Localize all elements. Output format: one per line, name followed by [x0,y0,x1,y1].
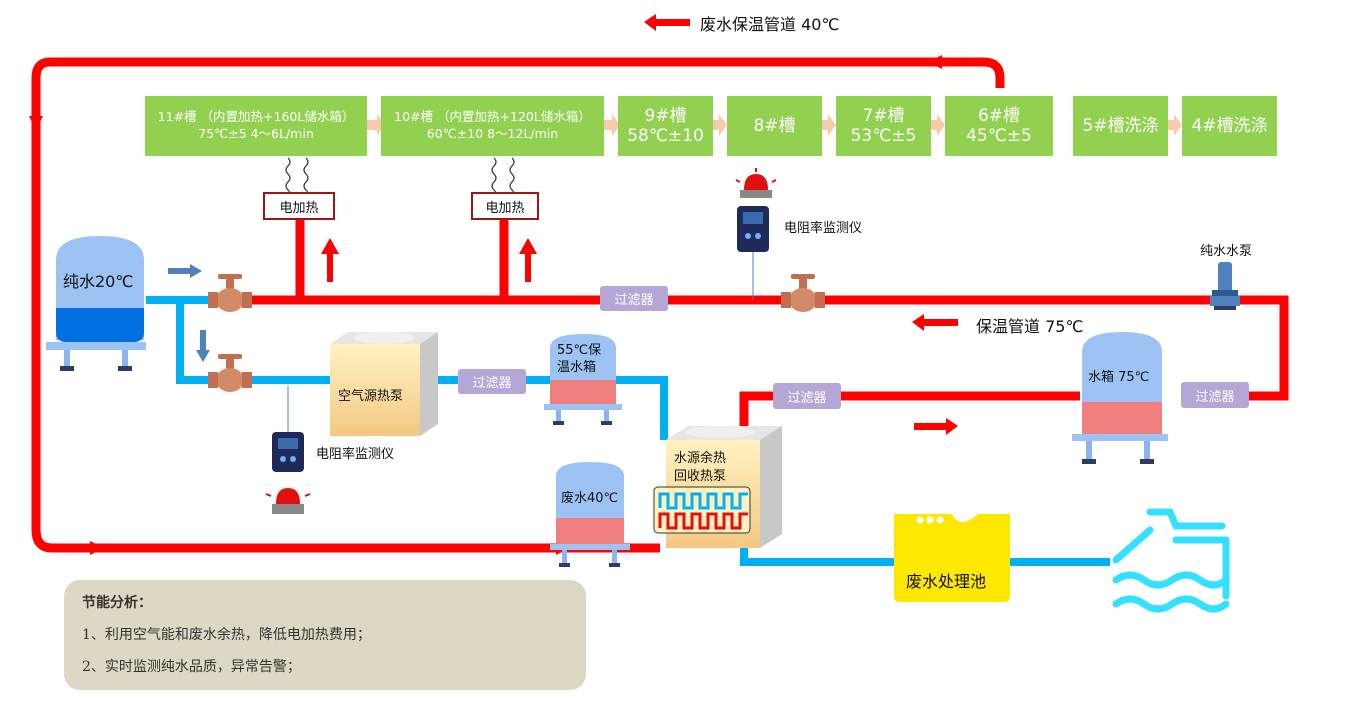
tank-7-temp: 53℃±5 [850,126,917,146]
pure-water-tank-label: 纯水20℃ [63,272,134,291]
legend-arrow-top [644,14,690,31]
pure-water-tank [46,236,146,371]
blue-arrow-down [196,330,210,362]
resistivity-monitor-icon-1 [737,206,769,300]
heat-waves-2 [491,157,515,197]
loop-arrow-1 [928,55,942,69]
legend-arrow-mid [912,314,958,331]
tank-7-name: 7#槽 [862,105,905,126]
valve-3[interactable] [781,274,825,312]
tank-6-temp: 45℃±5 [966,126,1032,146]
alarm-light-icon-1 [735,168,777,198]
tank-8: 8#槽 [727,96,822,156]
tank-6-name: 6#槽 [977,105,1021,126]
warm-water-tank [544,334,622,425]
warm-tank-label: 55℃保温水箱 [557,343,602,375]
tank-flow-arrows [367,114,1182,136]
energy-saving-notes: 节能分析： 1、利用空气能和废水余热，降低电加热费用； 2、实时监测纯水品质，异… [64,580,586,690]
tank-9-temp: 58℃±10 [627,126,704,146]
tank-7: 7#槽 53℃±5 [836,96,931,156]
electric-heater-1: 电加热 [263,192,335,220]
tank-8-name: 8#槽 [753,115,796,136]
hot-return-pipe [739,391,1080,440]
legend-waste-pipe: 废水保温管道 40℃ [700,15,840,34]
waste-pool-label: 废水处理池 [906,572,987,591]
waste-loop-pipe [31,57,1005,553]
tank-10: 10#槽 （内置加热+120L储水箱）60℃±10 8～12L/min [381,96,604,156]
waste-pool-icon [894,514,1010,602]
hot-water-tank [1072,332,1168,464]
electric-heater-2: 电加热 [471,192,539,220]
blue-arrow-right [168,264,202,278]
filter-4: 过滤器 [1181,382,1249,408]
up-arrow-2 [519,238,537,282]
hot-tank-label: 水箱 75℃ [1088,370,1150,385]
tank-4: 4#槽洗涤 [1182,96,1277,156]
legend-hot-pipe: 保温管道 75℃ [976,317,1084,336]
resistivity-monitor-icon-2 [272,386,304,472]
cold-branch-pipe [176,300,334,384]
loop-arrow-3 [90,541,104,555]
valve-1[interactable] [208,274,252,312]
filter-1: 过滤器 [600,286,668,311]
alarm-light-icon-2 [265,488,311,514]
valve-2[interactable] [208,354,252,392]
hot-main-pipe [248,295,1289,401]
filter-2: 过滤器 [458,369,526,394]
heat-waves-1 [285,157,309,197]
air-source-heat-pump-icon [330,332,438,436]
filter-3: 过滤器 [773,383,841,409]
water-source-heat-pump-label: 水源余热回收热泵 [674,451,727,484]
water-discharge-icon [1112,508,1230,613]
tank-9-name: 9#槽 [644,105,687,126]
waste-water-tank [550,462,630,567]
waste-tank-label: 废水40℃ [561,491,619,506]
tank-6: 6#槽 45℃±5 [945,96,1053,156]
notes-line-2: 2、实时监测纯水品质，异常告警； [82,659,301,675]
tank-11: 11#槽 （内置加热+160L储水箱）75℃±5 4～6L/min [145,96,367,156]
resistivity-monitor-label-2: 电阻率监测仪 [316,447,395,462]
tank-5: 5#槽洗涤 [1073,96,1168,156]
air-source-heat-pump-label: 空气源热泵 [338,389,404,404]
flow-arrow-right [914,418,958,435]
tank-9: 9#槽 58℃±10 [618,96,713,156]
pure-water-pump-icon[interactable] [1210,262,1240,310]
notes-line-1: 1、利用空气能和废水余热，降低电加热费用； [82,627,371,643]
notes-title: 节能分析： [82,595,152,611]
pure-water-pump-label: 纯水水泵 [1200,244,1253,259]
water-source-heat-pump-icon [653,426,782,548]
up-arrow-1 [321,238,339,282]
loop-arrow-2 [29,116,43,130]
resistivity-monitor-label-1: 电阻率监测仪 [784,221,863,236]
